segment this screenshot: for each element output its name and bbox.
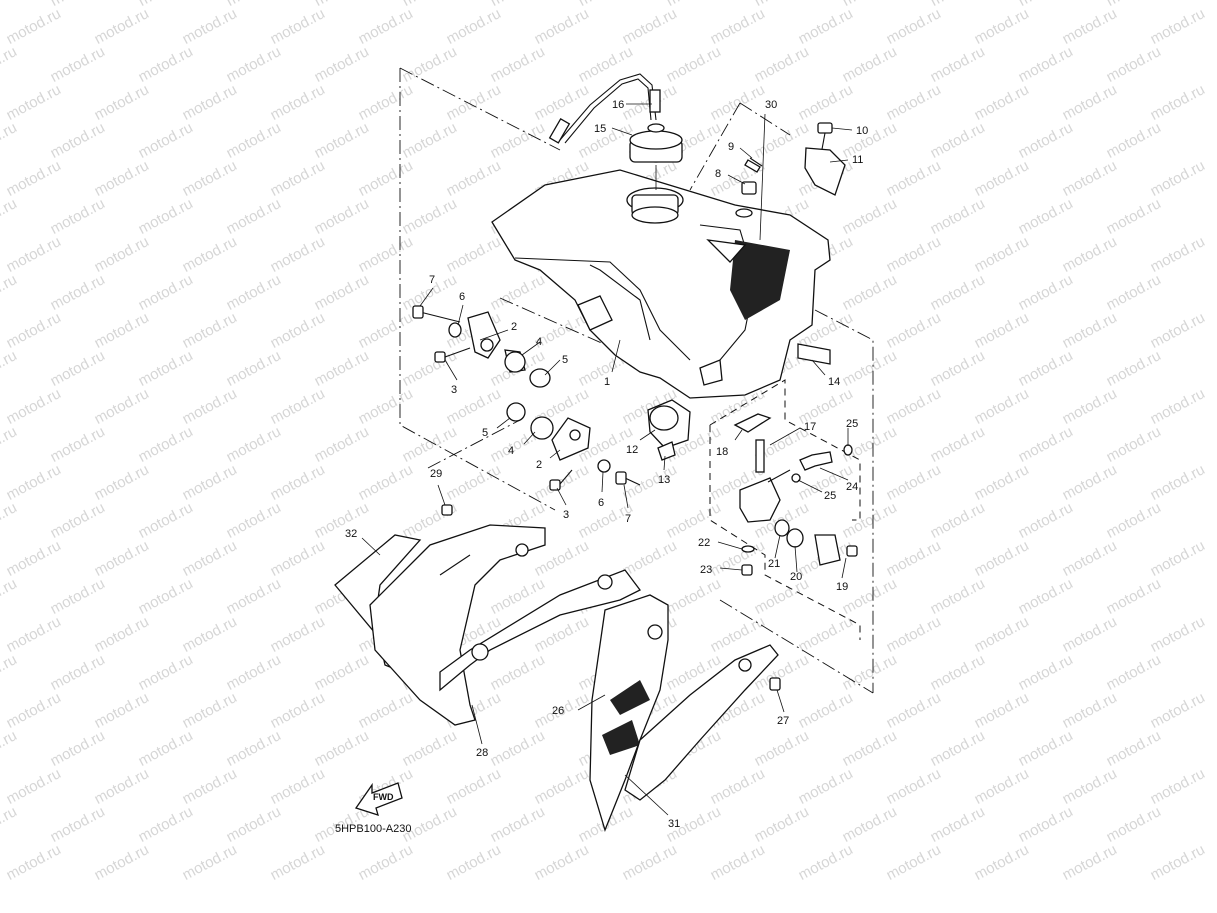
callout-20: 20 [790,571,802,583]
callout-31: 31 [668,818,680,830]
callout-10: 10 [856,125,868,137]
callout-2-bottom: 2 [536,459,542,471]
diagram-code: 5HPB100-A230 [335,823,411,835]
fwd-arrow-icon: FWD [354,782,403,816]
callout-12: 12 [626,444,638,456]
callout-2-top: 2 [511,321,517,333]
callout-22: 22 [698,537,710,549]
callout-7-bottom: 7 [625,513,631,525]
callout-29: 29 [430,468,442,480]
callout-18: 18 [716,446,728,458]
shroud-left[interactable] [334,504,641,726]
callout-15: 15 [594,123,606,135]
callout-3-bottom: 3 [563,509,569,521]
callout-6-top: 6 [459,291,465,303]
callout-labels: 1 2 2 3 3 4 4 5 5 6 6 7 7 8 9 10 11 12 1… [335,99,868,835]
fuel-cock-group-frame [709,379,861,640]
callout-24: 24 [846,481,858,493]
callout-3-top: 3 [451,384,457,396]
callout-30: 30 [765,99,777,111]
shroud-right[interactable] [589,594,781,832]
callout-28: 28 [476,747,488,759]
callout-25-top: 25 [846,418,858,430]
callout-14: 14 [828,376,840,388]
callout-21: 21 [768,558,780,570]
fuel-cock-assembly[interactable] [733,413,858,576]
fuel-tank[interactable] [491,169,831,399]
callout-1: 1 [604,376,610,388]
callout-5-bottom: 5 [482,427,488,439]
breather-hose[interactable] [548,73,661,144]
leader-lines [361,103,853,816]
callout-4-bottom: 4 [508,445,514,457]
callout-25-bottom: 25 [824,490,836,502]
callout-13: 13 [658,474,670,486]
callout-17: 17 [804,421,816,433]
fuel-cap[interactable] [629,123,683,190]
callout-23: 23 [700,564,712,576]
callout-26: 26 [552,705,564,717]
hardware-top-right[interactable] [741,122,846,365]
callout-16: 16 [612,99,624,111]
callout-5-top: 5 [562,354,568,366]
callout-19: 19 [836,581,848,593]
callout-8: 8 [715,168,721,180]
callout-27: 27 [777,715,789,727]
callout-7-top: 7 [429,274,435,286]
callout-4-top: 4 [536,336,542,348]
mounting-hardware-left-top[interactable] [412,305,551,388]
damper-cap[interactable] [647,399,691,461]
callout-11: 11 [852,154,863,166]
mounting-hardware-left-bottom[interactable] [506,402,641,491]
fwd-label: FWD [373,792,394,802]
callout-32: 32 [345,528,357,540]
callout-6-bottom: 6 [598,497,604,509]
callout-9: 9 [728,141,734,153]
